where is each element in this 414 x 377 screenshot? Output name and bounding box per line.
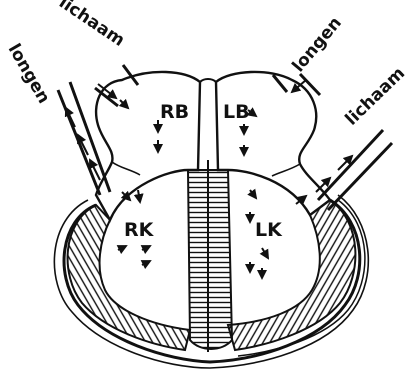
label-vessel-top-left: lichaam [55, 0, 128, 51]
label-left-ventricle: LK [255, 219, 283, 241]
ventricular-septum [188, 160, 232, 352]
left-ventricle-wall [228, 200, 365, 356]
label-vessel-left: longen [4, 41, 54, 108]
label-left-atrium: LB [223, 101, 250, 123]
left-atrium [216, 72, 330, 215]
label-vessel-top-right: longen [289, 13, 346, 76]
atrial-septum [200, 79, 216, 82]
label-right-ventricle: RK [124, 219, 155, 241]
label-right-atrium: RB [160, 101, 189, 123]
label-vessel-right: lichaam [342, 63, 409, 129]
